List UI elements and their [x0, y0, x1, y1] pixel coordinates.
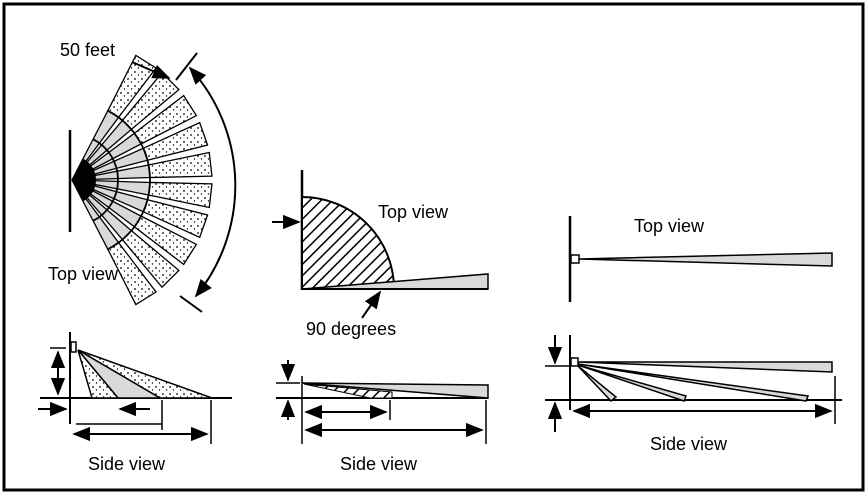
panel-wide-angle: 50 feet Top view Side view [38, 40, 237, 474]
panel-long-range: Top view Side view [545, 216, 842, 454]
side-beam-near [77, 349, 120, 399]
side-beam-hatched-2 [303, 383, 393, 399]
top-view-label-1: Top view [48, 264, 119, 284]
sensor-side-3 [570, 357, 579, 367]
angle-label: 90 degrees [306, 319, 396, 339]
narrow-beam-top [578, 252, 833, 267]
distance-pointer [131, 61, 171, 79]
side-view-3: Side view [545, 335, 842, 454]
panel-ninety-degree: Top view 90 degrees Side view [272, 170, 489, 474]
top-view-label-3: Top view [634, 216, 705, 236]
fan-apex [72, 158, 97, 202]
top-view-label-2: Top view [378, 202, 449, 222]
angle-pointer [361, 290, 382, 319]
side-view-label-2: Side view [340, 454, 418, 474]
side-view-label-3: Side view [650, 434, 728, 454]
side-view-1: Side view [38, 332, 232, 474]
side-view-label-1: Side view [88, 454, 166, 474]
range-tick-bottom [179, 295, 203, 313]
side-beam-down-3a [577, 363, 810, 402]
side-beam-down-3b [577, 364, 688, 402]
side-beam-down-3c [577, 365, 618, 403]
fan-zone-arc-inner [92, 138, 119, 222]
side-view-2: Side view [276, 360, 489, 474]
sensor-1 [70, 341, 77, 353]
side-beam-long-2 [301, 382, 489, 399]
fan-zone-arc-mid [107, 109, 151, 251]
sensor-3 [570, 254, 580, 264]
distance-label: 50 feet [60, 40, 115, 60]
range-tick-top [175, 52, 198, 81]
quarter-circle-coverage [301, 195, 396, 290]
side-beam-long-3 [577, 361, 833, 373]
coverage-arc-arrow [188, 66, 237, 298]
